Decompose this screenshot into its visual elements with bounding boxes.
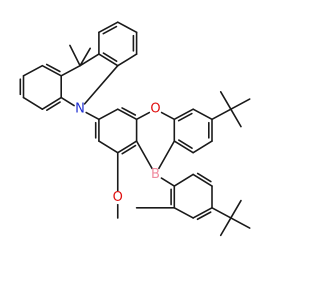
bond: [98, 21, 119, 34]
atom-labels: N O O B: [75, 102, 160, 205]
bond: [85, 111, 100, 121]
bond: [135, 140, 153, 170]
bond: [173, 140, 194, 154]
bond: [219, 217, 232, 237]
bond: [121, 144, 137, 155]
bond: [230, 98, 251, 110]
bond: [116, 53, 138, 67]
bond: [98, 53, 119, 67]
molecule-diagram: N O O B: [19, 21, 251, 237]
bond: [211, 108, 232, 121]
atom-label-n: N: [75, 102, 85, 117]
bond: [173, 108, 194, 121]
bond: [102, 52, 118, 63]
bond: [79, 47, 91, 67]
bond: [192, 173, 213, 187]
bond: [41, 96, 63, 110]
bond: [173, 207, 194, 219]
bond: [116, 108, 138, 121]
bond: [83, 64, 119, 105]
bond: [192, 207, 213, 219]
bond: [69, 44, 81, 67]
bond: [22, 64, 44, 77]
bond: [230, 217, 251, 229]
bond: [98, 140, 119, 154]
bond: [121, 107, 137, 116]
bond: [160, 177, 176, 187]
structure-svg: N O O B: [19, 21, 251, 237]
bond: [196, 211, 212, 221]
bond: [196, 172, 212, 183]
bond: [41, 64, 63, 77]
bond: [230, 199, 242, 219]
bond: [60, 64, 81, 77]
bond: [219, 91, 232, 110]
bond: [98, 108, 119, 121]
bond: [177, 112, 193, 122]
bond: [160, 111, 176, 121]
atom-label-b: B: [151, 167, 160, 182]
bond: [173, 173, 194, 187]
bond: [79, 53, 100, 67]
bond: [192, 108, 213, 121]
bond: [45, 63, 61, 73]
bond: [135, 111, 151, 121]
atom-label-o: O: [150, 102, 160, 117]
bond: [46, 101, 61, 111]
bond: [211, 207, 232, 219]
bond-lines: [19, 21, 251, 237]
bond: [116, 21, 138, 34]
bond: [230, 108, 242, 128]
bond: [178, 139, 193, 150]
bond: [60, 96, 75, 107]
bond: [158, 140, 176, 170]
atom-label-o: O: [113, 190, 123, 205]
bond: [102, 25, 118, 35]
bond: [192, 140, 213, 154]
bond: [22, 96, 44, 110]
bond: [116, 140, 138, 154]
